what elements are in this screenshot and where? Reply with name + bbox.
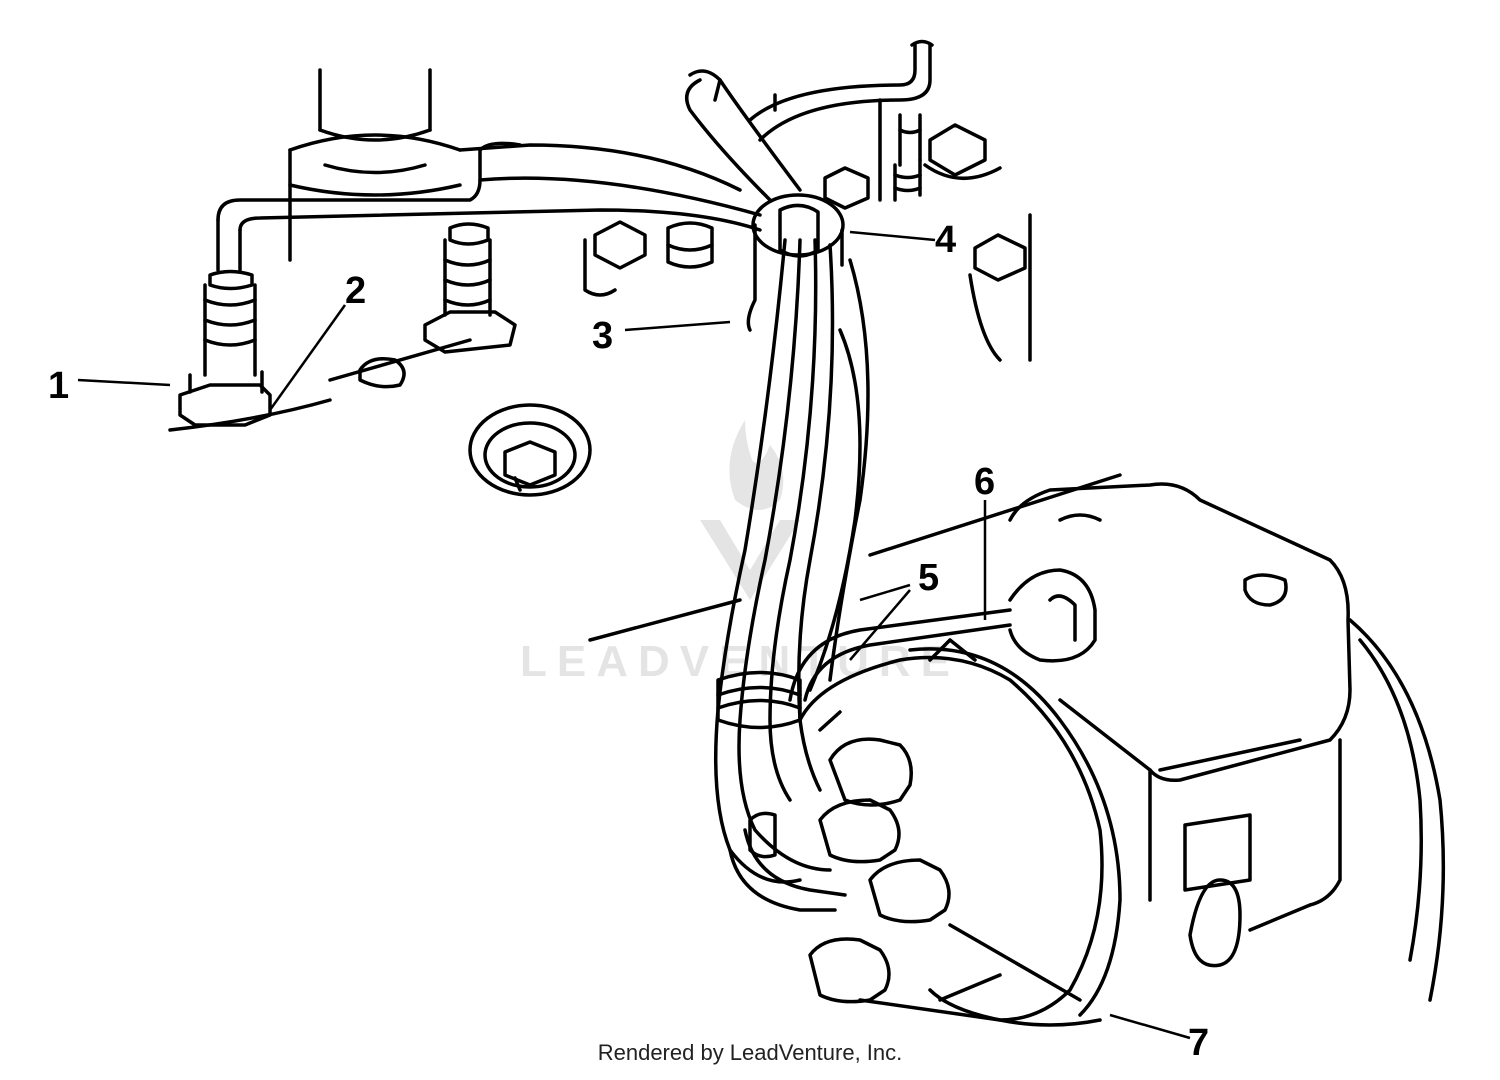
cylinder-stem bbox=[288, 68, 462, 262]
spark-plug-left bbox=[178, 218, 272, 427]
watermark-v-icon bbox=[700, 520, 800, 600]
callout-7: 7 bbox=[1188, 1022, 1209, 1064]
watermark: LEADVENTURE bbox=[520, 420, 960, 686]
spark-plug-upper-right bbox=[893, 113, 922, 202]
bolt-far-right-1 bbox=[923, 123, 1002, 180]
bolt-upper-right-1 bbox=[583, 220, 647, 297]
bolt-upper-right-2 bbox=[666, 221, 714, 269]
plug-wire-far-right bbox=[748, 39, 934, 202]
callout-5: 5 bbox=[918, 557, 939, 599]
bolt-left bbox=[358, 357, 406, 389]
callout-2: 2 bbox=[345, 270, 366, 312]
bolt-upper-right-3 bbox=[823, 166, 870, 210]
ignition-coil bbox=[1008, 482, 1446, 1002]
plug-wire-left bbox=[216, 141, 762, 232]
bolt-far-right-2 bbox=[973, 233, 1027, 282]
coil-wire bbox=[788, 568, 1097, 702]
plug-wire-upper bbox=[458, 69, 802, 217]
leader-lines bbox=[77, 230, 1191, 1040]
footer-credit: Rendered by LeadVenture, Inc. bbox=[0, 1040, 1500, 1066]
spark-plug-middle bbox=[423, 222, 517, 354]
footer-text: Rendered by LeadVenture, Inc. bbox=[597, 1040, 903, 1065]
callout-3: 3 bbox=[592, 315, 613, 357]
distributor-cap-terminals bbox=[748, 710, 951, 1004]
watermark-text: LEADVENTURE bbox=[520, 637, 960, 686]
watermark-flame-icon bbox=[729, 420, 784, 510]
distributor bbox=[798, 638, 1122, 1027]
callout-6: 6 bbox=[974, 461, 995, 503]
callout-1: 1 bbox=[48, 365, 69, 407]
callout-4: 4 bbox=[935, 219, 956, 261]
bolt-center bbox=[468, 403, 592, 497]
engine-block-outline bbox=[168, 213, 1122, 642]
